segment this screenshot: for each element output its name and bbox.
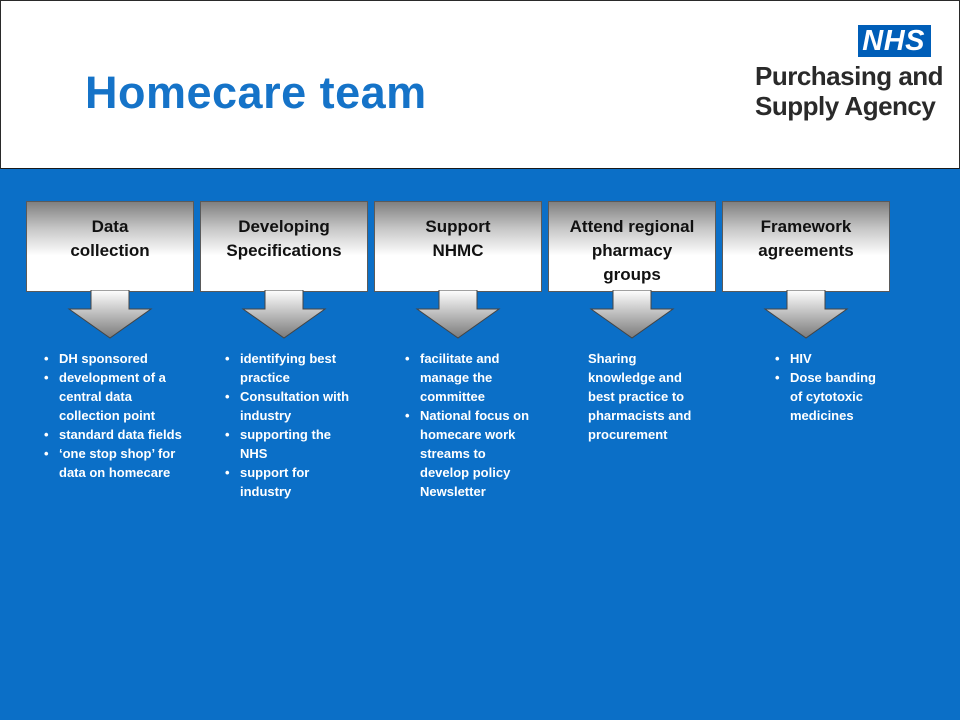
bullet-list-developing-specifications: identifying best practice Consultation w… (225, 349, 357, 501)
bullet-list-data-collection: DH sponsored development of a central da… (44, 349, 184, 482)
heading-line: Framework (760, 217, 852, 236)
heading-line: Support (425, 217, 491, 236)
heading-box: Developing Specifications (200, 201, 368, 292)
heading-line: Specifications (226, 241, 342, 260)
list-item: HIV (775, 349, 885, 368)
organisation-name-line-1: Purchasing and (755, 61, 944, 91)
list-item: DH sponsored (44, 349, 184, 368)
organisation-name-line-2: Supply Agency (755, 91, 936, 121)
list-item: National focus on homecare work streams … (405, 406, 531, 501)
list-item: ‘one stop shop’ for data on homecare (44, 444, 184, 482)
header: Homecare team NHS Purchasing and Supply … (0, 0, 960, 170)
heading-line: groups (603, 265, 661, 284)
down-arrow-icon (763, 290, 849, 339)
list-item: identifying best practice (225, 349, 357, 387)
nhs-badge: NHS (858, 25, 931, 57)
down-arrow-icon (589, 290, 675, 339)
heading-box: Data collection (26, 201, 194, 292)
down-arrow-icon (67, 290, 153, 339)
heading-line: agreements (758, 241, 854, 260)
main-panel: Data collection Developing Specification… (0, 169, 960, 720)
list-item: Consultation with industry (225, 387, 357, 425)
heading-line: Attend regional (569, 217, 695, 236)
heading-line: collection (70, 241, 150, 260)
heading-line: Data (91, 217, 129, 236)
heading-box: Attend regional pharmacy groups (548, 201, 716, 292)
nhs-logo: NHS Purchasing and Supply Agency (749, 21, 949, 131)
heading-line: pharmacy (591, 241, 673, 260)
list-item: Sharing knowledge and best practice to p… (588, 351, 692, 442)
bullet-list-attend-regional-pharmacy-groups: Sharing knowledge and best practice to p… (588, 349, 696, 444)
list-item: supporting the NHS (225, 425, 357, 463)
list-item: support for industry (225, 463, 357, 501)
heading-line: NHMC (432, 241, 484, 260)
organisation-name: Purchasing and Supply Agency (755, 61, 944, 121)
heading-box: Support NHMC (374, 201, 542, 292)
down-arrow-icon (415, 290, 501, 339)
list-item: Dose banding of cytotoxic medicines (775, 368, 885, 425)
list-item: development of a central data collection… (44, 368, 184, 425)
bullet-list-support-nhmc: facilitate and manage the committee Nati… (405, 349, 531, 501)
list-item: standard data fields (44, 425, 184, 444)
heading-line: Developing (238, 217, 330, 236)
heading-box: Framework agreements (722, 201, 890, 292)
list-item: facilitate and manage the committee (405, 349, 531, 406)
bullet-list-framework-agreements: HIV Dose banding of cytotoxic medicines (775, 349, 885, 425)
page-title: Homecare team (85, 67, 427, 118)
down-arrow-icon (241, 290, 327, 339)
